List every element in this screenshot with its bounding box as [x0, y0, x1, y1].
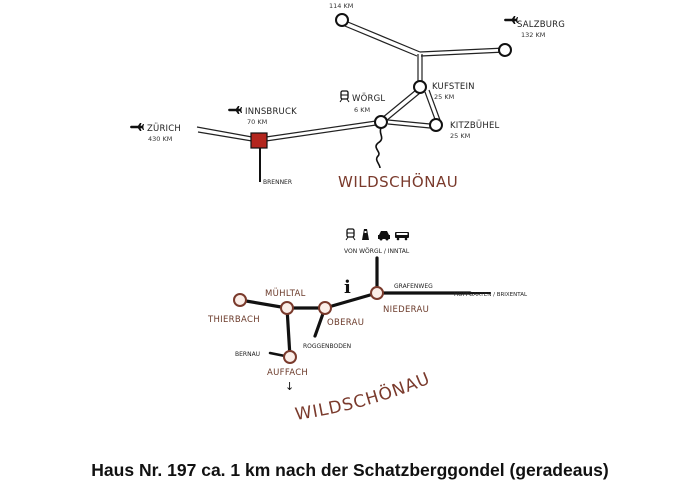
village-label-niederau: NIEDERAU	[383, 305, 429, 315]
city-distance-kitzbuehel: 25 KM	[450, 132, 470, 140]
road-label-roggenboden: ROGGENBODEN	[303, 343, 351, 350]
overview-roads	[196, 19, 506, 142]
village-label-auffach: AUFFACH	[267, 368, 308, 378]
road-icon	[362, 229, 369, 240]
detail-roads	[238, 256, 491, 359]
car-icon	[378, 231, 390, 241]
village-label-thierbach: THIERBACH	[207, 315, 260, 325]
airplane-icon	[130, 123, 144, 131]
info-icon: i	[344, 277, 351, 298]
transport-origin-label: VON WÖRGL / INNTAL	[344, 248, 410, 255]
destination-label-overview: WILDSCHÖNAU	[338, 172, 458, 191]
city-distance: 114 KM	[329, 2, 353, 10]
arrow-down-icon: ↓	[285, 380, 294, 393]
city-distance-innsbruck: 70 KM	[247, 118, 267, 126]
road-label-brenner: BRENNER	[263, 179, 292, 186]
transport-icons	[345, 228, 409, 241]
city-label-salzburg: SALZBURG	[517, 20, 565, 30]
bus-icon	[395, 232, 409, 241]
innsbruck-marker	[250, 132, 268, 149]
airplane-icon	[228, 106, 242, 114]
city-distance-zuerich: 430 KM	[148, 135, 172, 143]
wildschoenau-valley-line	[375, 127, 383, 169]
village-nodes	[233, 286, 384, 364]
overview-nodes	[335, 13, 512, 132]
city-label-kitzbuehel: KITZBÜHEL	[450, 120, 500, 131]
road-label-bernau: BERNAU	[235, 351, 260, 358]
city-distance-salzburg: 132 KM	[521, 31, 545, 39]
destination-label-detail: WILDSCHÖNAU	[294, 369, 434, 425]
road-label-grafenweg: GRAFENWEG	[394, 283, 433, 290]
city-distance-woergl: 6 KM	[354, 106, 370, 114]
road-label-hopfgarten: HOPFGARTEN / BRIXENTAL	[454, 292, 528, 298]
city-label-kufstein: KUFSTEIN	[432, 82, 475, 92]
city-label-woergl: WÖRGL	[352, 93, 385, 104]
train-icon	[339, 90, 350, 103]
airplane-icon	[504, 16, 518, 24]
village-label-oberau: OBERAU	[327, 318, 364, 328]
address-caption: Haus Nr. 197 ca. 1 km nach der Schatzber…	[91, 460, 609, 480]
city-label-zuerich: ZÜRICH	[147, 123, 181, 134]
train-icon	[345, 228, 356, 241]
destination-label-detail-path: WILDSCHÖNAU	[294, 369, 433, 425]
city-label-innsbruck: INNSBRUCK	[245, 107, 297, 117]
village-label-muehltal: MÜHLTAL	[265, 288, 306, 299]
city-distance-kufstein: 25 KM	[434, 93, 454, 101]
